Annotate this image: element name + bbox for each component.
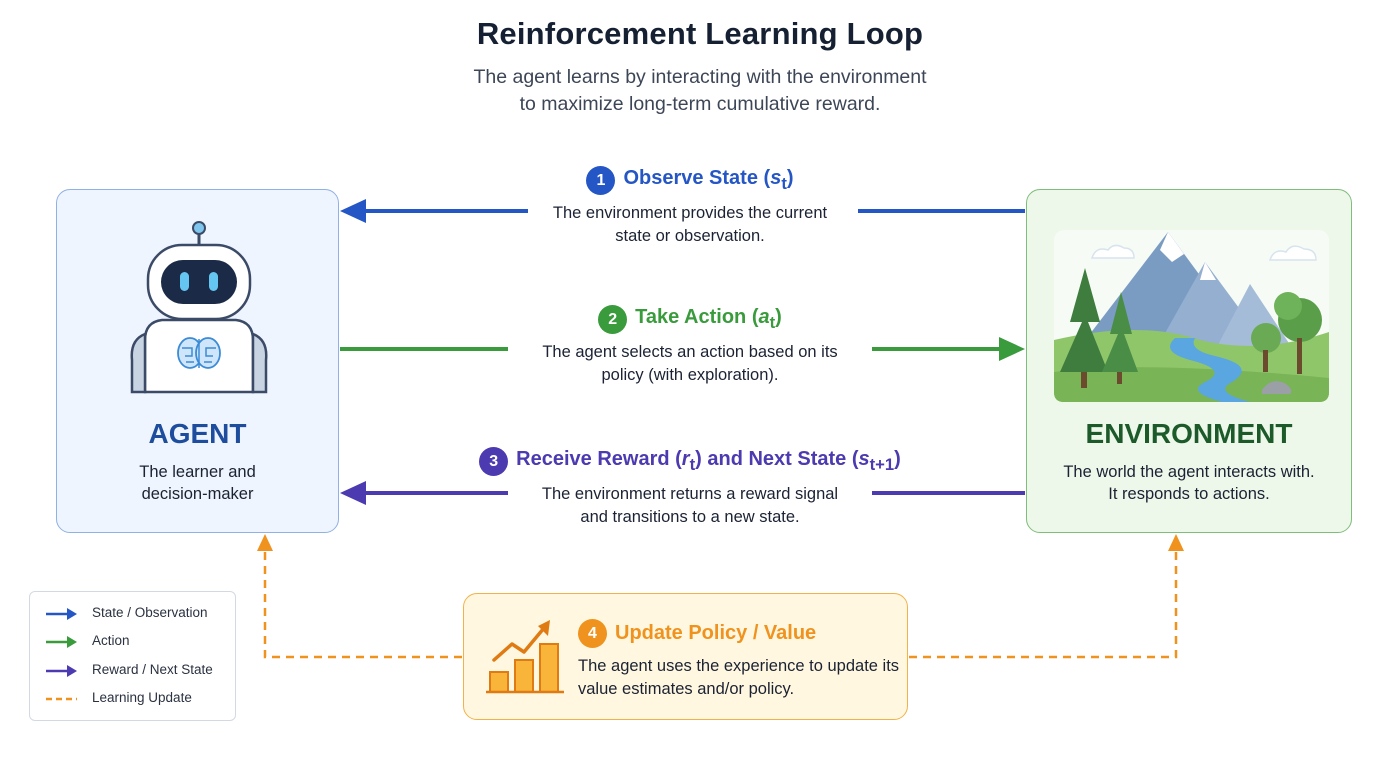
agent-title: AGENT [148,418,247,449]
step-3-subscript-2: t+1 [869,455,895,474]
step-4-heading: 4 Update Policy / Value [578,619,816,648]
step-1-number-badge: 1 [586,166,616,195]
step-2-label-tail: ) [775,306,782,328]
step-3-label: Receive Reward (rt) and Next State (st+1… [516,448,901,475]
legend-label-action: Action [92,633,130,648]
reward-next-state-arrow [340,481,1025,505]
step-3-label-mid: ) and Next State ( [695,448,859,470]
step-2-description: The agent selects an action based on its… [510,341,870,387]
landscape-icon [1054,230,1329,402]
step-3-desc-line-2: and transitions to a new state. [580,508,800,526]
step-3-description: The environment returns a reward signal … [510,483,870,529]
robot-icon [130,221,268,394]
environment-desc-line-2: It responds to actions. [1108,485,1270,503]
step-4-desc-line-1: The agent uses the experience to update … [578,657,900,675]
subtitle-line-2: to maximize long-term cumulative reward. [519,93,881,115]
step-1-symbol: s [770,167,782,189]
learning-update-right-arrow [909,534,1184,659]
legend-label-reward-next-state: Reward / Next State [92,662,213,677]
step-3-symbol: r [681,448,690,470]
environment-title: ENVIRONMENT [1085,418,1293,449]
step-4-number-badge: 4 [578,619,607,648]
step-2-subscript: t [769,313,776,332]
diagram-subtitle: The agent learns by interacting with the… [0,64,1400,118]
take-action-arrow [340,337,1025,361]
step-1-heading: 1 Observe State (st) [470,166,910,195]
step-2-heading: 2 Take Action (at) [470,305,910,334]
legend-swatches [46,608,77,701]
step-1-label-main: Observe State ( [623,167,771,189]
step-4-description: The agent uses the experience to update … [578,655,908,701]
growth-chart-icon [486,620,564,694]
step-3-number-badge: 3 [479,447,509,476]
observe-state-arrow [340,199,1025,223]
step-1-label-tail: ) [786,167,794,189]
agent-desc-line-2: decision-maker [141,485,254,503]
step-3-label-tail: ) [894,448,901,470]
update-policy-box [463,593,908,720]
step-1-desc-line-1: The environment provides the current [552,204,828,222]
step-2-number-badge: 2 [598,305,628,334]
step-3-heading: 3 Receive Reward (rt) and Next State (st… [420,447,960,476]
step-1-label: Observe State (st) [623,167,793,194]
environment-desc-line-1: The world the agent interacts with. [1063,463,1315,481]
step-3-label-main: Receive Reward ( [516,448,682,470]
agent-description: The learner and decision-maker [56,461,339,505]
environment-description: The world the agent interacts with. It r… [1026,461,1352,505]
step-1-subscript: t [781,174,787,193]
step-1-description: The environment provides the current sta… [520,202,860,248]
step-2-desc-line-1: The agent selects an action based on its [542,343,838,361]
step-3-subscript: t [689,455,696,474]
legend-label-state-observation: State / Observation [92,605,208,620]
diagram-title: Reinforcement Learning Loop [476,16,924,51]
step-3-desc-line-1: The environment returns a reward signal [541,485,839,503]
step-4-label: Update Policy / Value [615,622,817,644]
legend-swatch-state-observation [46,608,77,620]
learning-update-left-arrow [257,534,462,659]
step-2-symbol: a [758,306,770,328]
agent-desc-line-1: The learner and [139,463,256,481]
step-2-label-main: Take Action ( [635,306,759,328]
step-3-symbol-2: s [858,448,870,470]
legend-swatch-reward-next-state [46,665,77,677]
step-2-label: Take Action (at) [635,306,782,333]
legend: State / Observation Action Reward / Next… [29,591,236,721]
step-1-desc-line-2: state or observation. [615,227,765,245]
step-4-desc-line-2: value estimates and/or policy. [578,680,795,698]
step-2-desc-line-2: policy (with exploration). [601,366,779,384]
subtitle-line-1: The agent learns by interacting with the… [473,66,927,88]
legend-label-learning-update: Learning Update [92,690,192,705]
legend-swatch-action [46,636,77,648]
